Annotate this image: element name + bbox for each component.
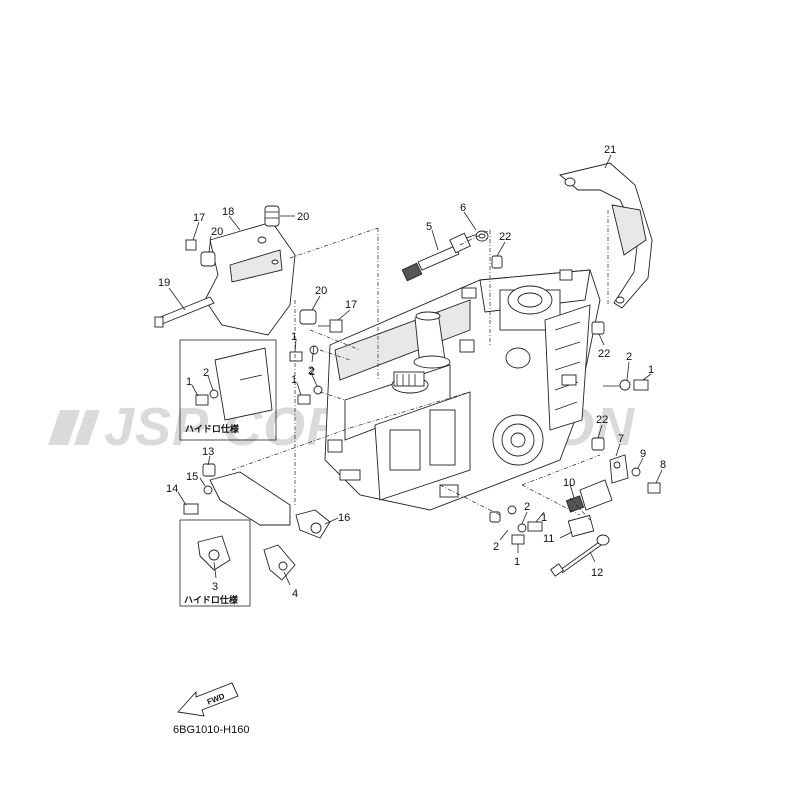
callout-1-bottom-right: 1 <box>541 512 547 524</box>
callout-20-top: 20 <box>297 211 309 223</box>
sensor-part-5 <box>401 230 503 282</box>
inset-note-top: ハイドロ仕様 <box>185 423 240 435</box>
callout-15: 15 <box>186 471 198 483</box>
right-bolts <box>603 379 649 391</box>
callout-22-top: 22 <box>499 231 511 243</box>
callout-1-bottom: 1 <box>514 556 520 568</box>
callout-11: 11 <box>543 533 554 545</box>
callout-2-bottom: 2 <box>493 541 499 553</box>
callout-3: 3 <box>212 581 218 593</box>
callout-17-right: 17 <box>345 299 357 311</box>
leader-lines <box>231 210 609 521</box>
callout-9: 9 <box>640 448 646 460</box>
lower-left-parts <box>183 463 331 581</box>
inset-hydro-bottom <box>179 519 251 607</box>
callout-22-low: 22 <box>596 414 608 426</box>
callout-4: 4 <box>292 588 298 600</box>
callout-6: 6 <box>460 202 466 214</box>
callout-1-left-mid: 1 <box>291 374 297 386</box>
callout-5: 5 <box>426 221 432 233</box>
fwd-arrow: FWD <box>177 682 239 717</box>
bracket-part-21 <box>559 162 653 451</box>
inset-note-bottom: ハイドロ仕様 <box>184 594 239 606</box>
diagram-code: 6BG1010-H160 <box>173 724 249 736</box>
callout-2-bottom-right: 2 <box>524 501 530 513</box>
callout-7: 7 <box>618 433 624 445</box>
callout-1-left-top: 1 <box>291 331 297 343</box>
callout-12: 12 <box>591 567 603 579</box>
callout-14: 14 <box>166 483 178 495</box>
callout-17-left: 17 <box>193 212 205 224</box>
callout-2-left-top: 2 <box>309 366 315 378</box>
callout-10: 10 <box>563 477 575 489</box>
callout-13: 13 <box>202 446 214 458</box>
callout-20-left: 20 <box>211 226 223 238</box>
callout-20-right: 20 <box>315 285 327 297</box>
cover-assembly <box>154 205 343 336</box>
callout-1-inset: 1 <box>186 376 192 388</box>
callout-21: 21 <box>604 144 616 156</box>
callout-18: 18 <box>222 206 234 218</box>
callout-2-left-mid: 2 <box>308 365 314 377</box>
callout-2-right: 2 <box>626 351 632 363</box>
callout-1-right: 1 <box>648 364 654 376</box>
callout-22-mid: 22 <box>598 348 610 360</box>
callout-19: 19 <box>158 277 170 289</box>
callout-2-inset: 2 <box>203 367 209 379</box>
inset-hydro-top <box>179 339 277 441</box>
cylinder-block <box>324 269 601 511</box>
callouts: 17 18 20 20 19 20 17 5 6 22 21 22 2 1 22… <box>158 144 666 600</box>
sender-group <box>549 454 661 577</box>
callout-8: 8 <box>660 459 666 471</box>
bottom-bolts <box>489 505 543 545</box>
callout-16: 16 <box>338 512 350 524</box>
